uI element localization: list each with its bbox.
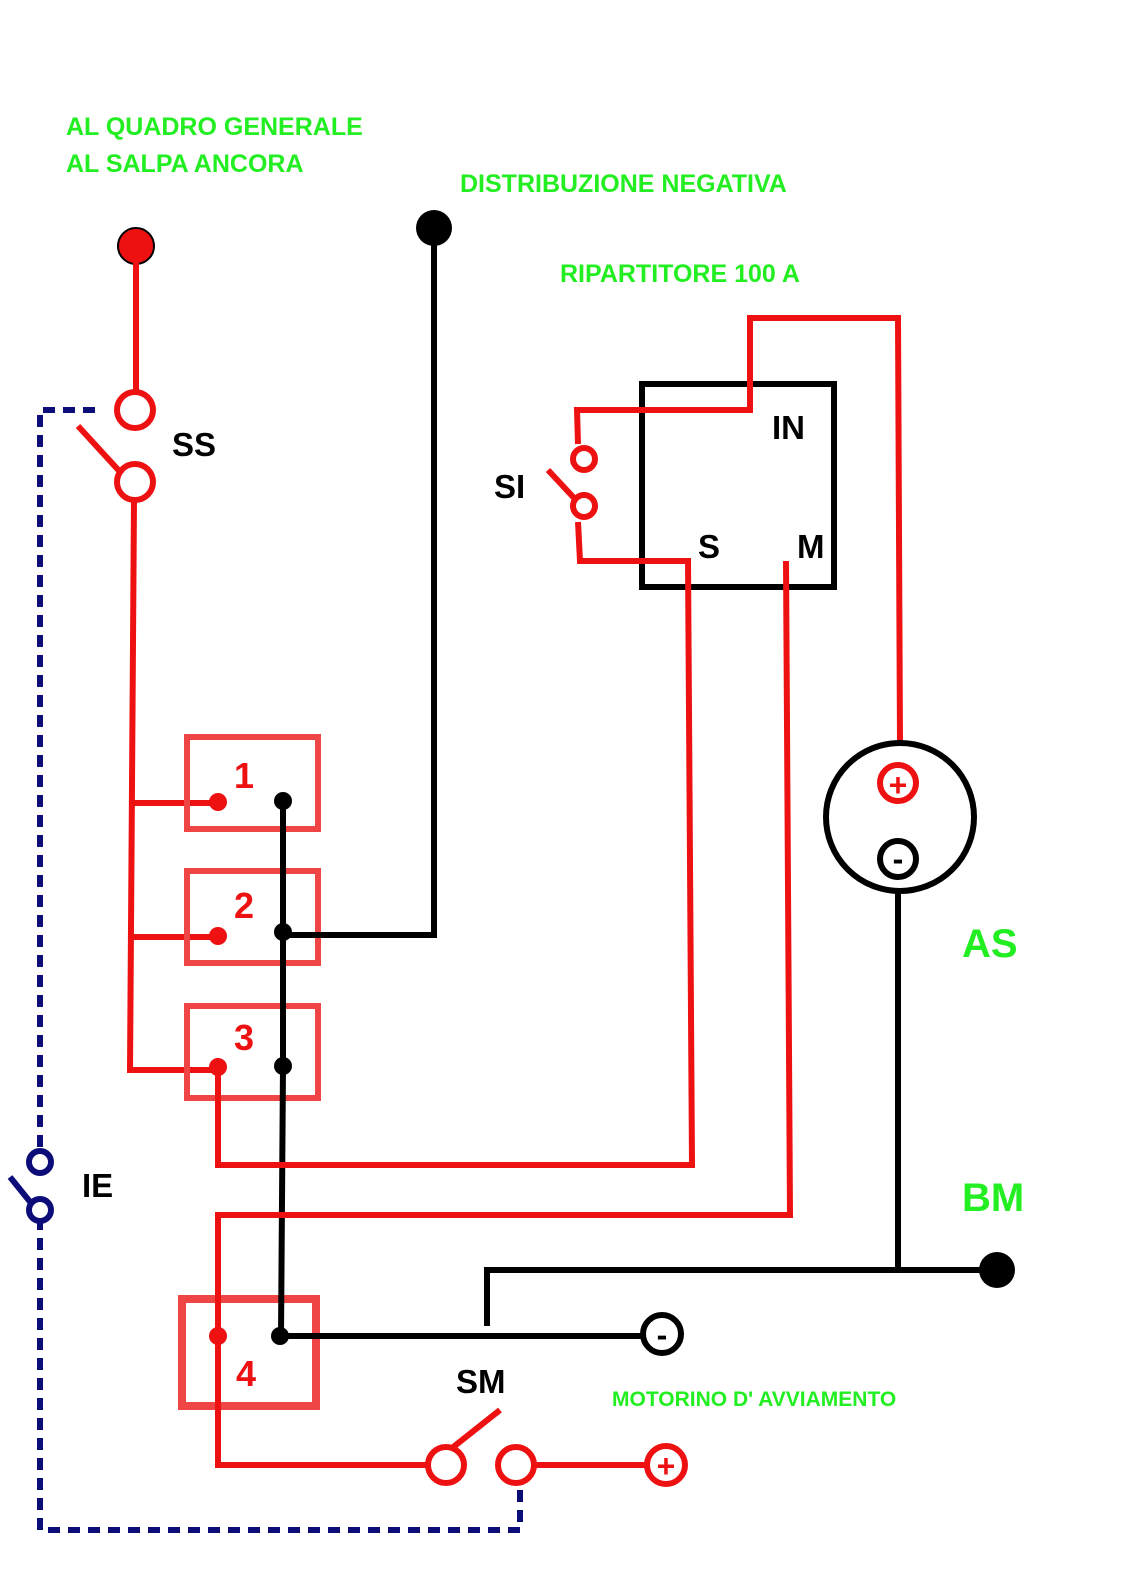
battery-4-number: 4 xyxy=(236,1353,256,1394)
battery-2-box xyxy=(184,868,321,966)
ripartitore-m-label: M xyxy=(797,528,825,565)
as-component: + - xyxy=(823,740,977,894)
label-si: SI xyxy=(494,468,525,505)
switch-ie-contact-bottom xyxy=(26,1196,54,1224)
switch-si-contact-top xyxy=(570,445,598,473)
battery-3-number: 3 xyxy=(234,1017,254,1058)
switch-ie-lever xyxy=(7,1175,34,1205)
battery-2-number: 2 xyxy=(234,885,254,926)
battery-1-number: 1 xyxy=(234,755,254,796)
label-ripartitore: RIPARTITORE 100 A xyxy=(560,260,800,288)
bm-ground-terminal xyxy=(979,1252,1015,1288)
ripartitore-s-label: S xyxy=(698,528,720,565)
switch-sm-lever xyxy=(450,1407,502,1451)
motorino-minus-sign: - xyxy=(657,1317,668,1353)
switch-sm-contact-right xyxy=(495,1444,537,1486)
as-plus-sign: + xyxy=(889,767,908,803)
label-bm: BM xyxy=(962,1176,1024,1220)
as-negative-terminal xyxy=(877,838,919,880)
battery-3: 3 xyxy=(184,1003,321,1101)
switch-sm[interactable] xyxy=(425,1407,537,1486)
label-sm: SM xyxy=(456,1363,506,1400)
as-positive-terminal xyxy=(877,762,919,804)
switch-si-lever xyxy=(545,467,578,502)
battery-4-box xyxy=(178,1295,320,1410)
battery-4: 4 xyxy=(178,1295,320,1410)
as-component-body xyxy=(823,740,977,894)
switch-ie[interactable] xyxy=(7,1148,54,1224)
switch-sm-contact-left xyxy=(425,1444,467,1486)
label-quadro-generale: AL QUADRO GENERALE xyxy=(66,113,363,141)
ripartitore-in-label: IN xyxy=(772,409,805,446)
switch-ss-contact-bottom xyxy=(114,461,156,503)
negative-wiring xyxy=(277,228,997,1339)
switch-ss-contact-top xyxy=(114,389,156,431)
ripartitore-box xyxy=(639,381,837,590)
switch-ss[interactable] xyxy=(75,389,156,503)
battery-3-box xyxy=(184,1003,321,1101)
motorino-negative-terminal xyxy=(640,1312,684,1356)
battery-2: 2 xyxy=(184,868,321,966)
label-salpa-ancora: AL SALPA ANCORA xyxy=(66,150,304,178)
battery-2-positive-post xyxy=(209,927,227,945)
motorino-positive-terminal xyxy=(644,1443,688,1487)
battery-1: 1 xyxy=(184,734,321,832)
label-ie: IE xyxy=(82,1167,113,1204)
switch-si-contact-bottom xyxy=(570,492,598,520)
battery-1-box xyxy=(184,734,321,832)
switch-ie-contact-top xyxy=(26,1148,54,1176)
label-ss: SS xyxy=(172,426,216,463)
switch-ss-lever xyxy=(75,423,125,477)
battery-1-positive-post xyxy=(209,793,227,811)
switch-si[interactable] xyxy=(545,445,598,520)
motorino-plus-sign: + xyxy=(657,1448,676,1484)
positive-wiring-right xyxy=(215,315,903,1468)
positive-wiring-left xyxy=(126,246,215,1073)
as-minus-sign: - xyxy=(893,841,904,877)
label-motorino: MOTORINO D' AVVIAMENTO xyxy=(612,1388,896,1411)
control-wiring xyxy=(37,407,523,1533)
label-as: AS xyxy=(962,922,1018,966)
label-distribuzione-negativa: DISTRIBUZIONE NEGATIVA xyxy=(460,170,787,198)
